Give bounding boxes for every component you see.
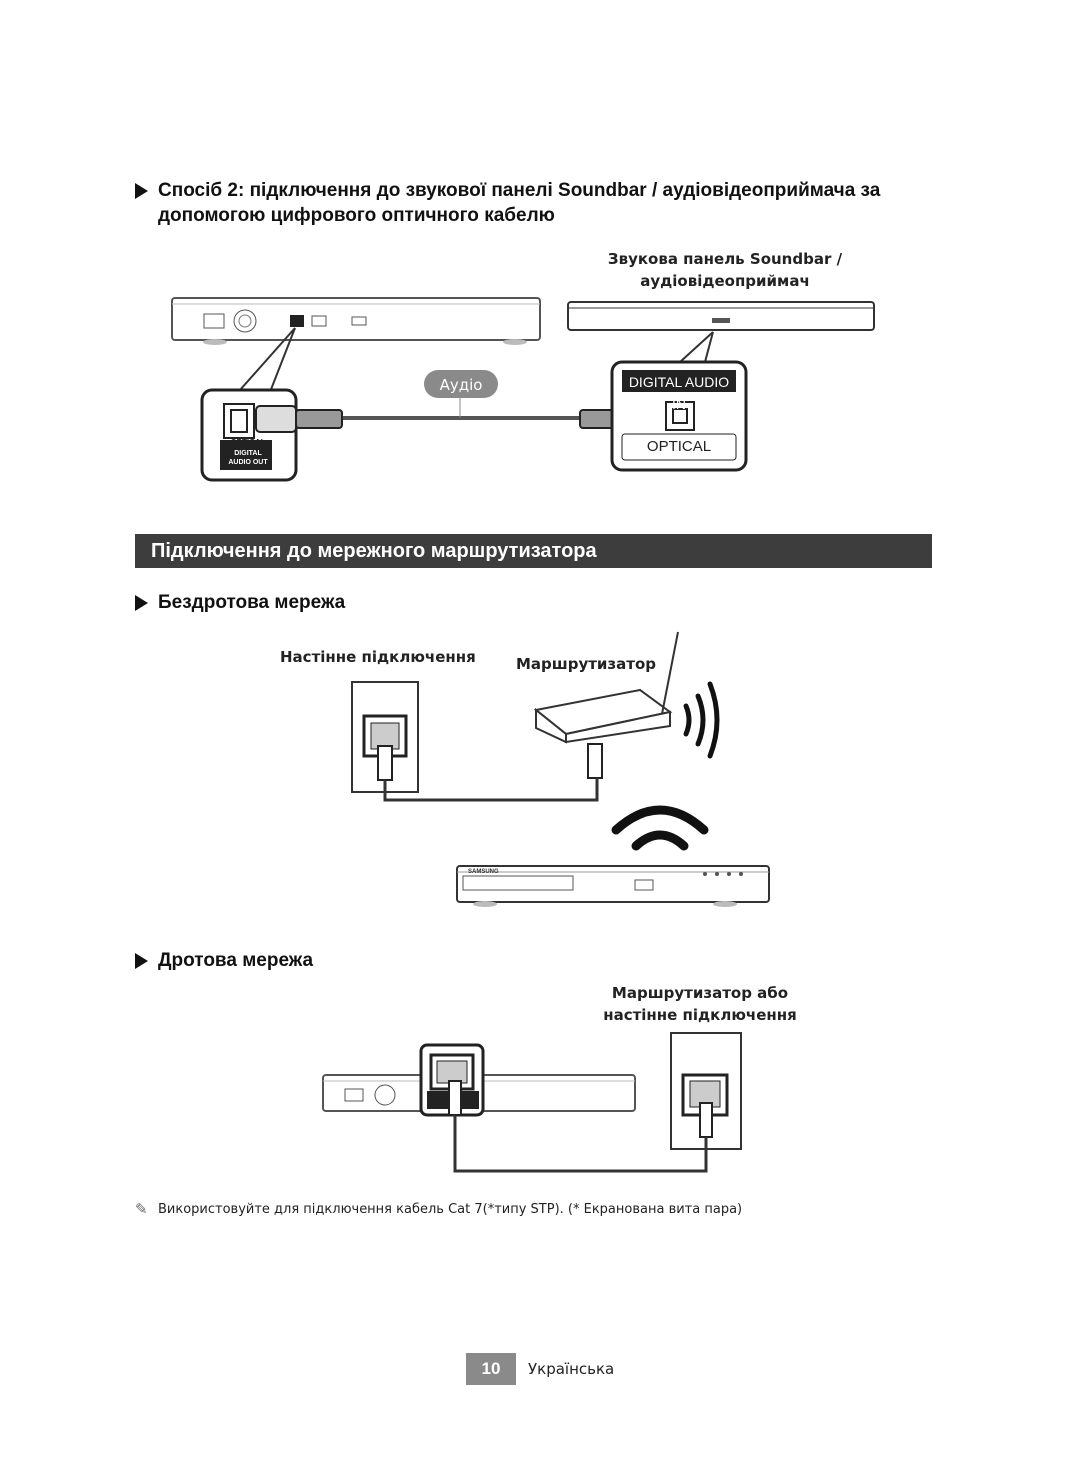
lan-port-callout [419,1043,485,1117]
wireless-network-diagram [351,631,720,851]
section-title: Підключення до мережного маршрутизатора [151,540,597,562]
soundbar-label-line1: Звукова панель Soundbar / [607,250,843,268]
wifi-signal-icon [611,805,709,851]
soundbar [567,301,875,331]
bluray-player [456,865,770,907]
page-number: 10 [466,1353,516,1385]
optical-out-label: OPTICAL [230,438,266,447]
optical-in-label: OPTICAL [646,438,712,455]
optical-plug-left [255,405,343,433]
bullet-triangle-icon [135,595,148,611]
pencil-icon: ✎ [135,1200,148,1218]
wall-socket [351,681,419,793]
audio-badge: Аудіо [439,376,483,394]
player-brand: SAMSUNG [468,869,499,875]
language-label: Українська [528,1360,615,1378]
wired-label-line2: настінне підключення [603,1006,797,1024]
optical-connection-diagram [171,297,875,482]
wired-network-diagram [322,1032,742,1173]
optical-in-callout [610,360,748,472]
player-rear-panel [171,297,541,345]
wired-label-line1: Маршрутизатор або [611,984,789,1002]
method2-title-line1: Спосіб 2: підключення до звукової панелі… [158,180,881,201]
wifi-waves-icon [683,681,720,759]
bullet-triangle-icon [135,953,148,969]
digital-out-label-line1: DIGITAL [234,450,262,457]
soundbar-label-line2: аудіовідеоприймач [640,272,810,290]
router-label: Маршрутизатор [516,655,657,673]
method2-title-line2: допомогою цифрового оптичного кабелю [158,205,555,226]
wireless-title: Бездротова мережа [158,592,346,613]
wired-title: Дротова мережа [158,950,314,971]
wall-connection-label: Настінне підключення [280,648,476,666]
router-or-wall-socket [670,1032,742,1150]
bullet-triangle-icon [135,183,148,199]
optical-out-callout [200,388,298,482]
section-title-bar: Підключення до мережного маршрутизатора [135,534,932,568]
digital-out-label-line2: AUDIO OUT [228,459,268,466]
note-text: Використовуйте для підключення кабель Ca… [158,1202,743,1217]
router [533,631,679,779]
digital-audio-in-label: DIGITAL AUDIO IN [628,374,730,412]
